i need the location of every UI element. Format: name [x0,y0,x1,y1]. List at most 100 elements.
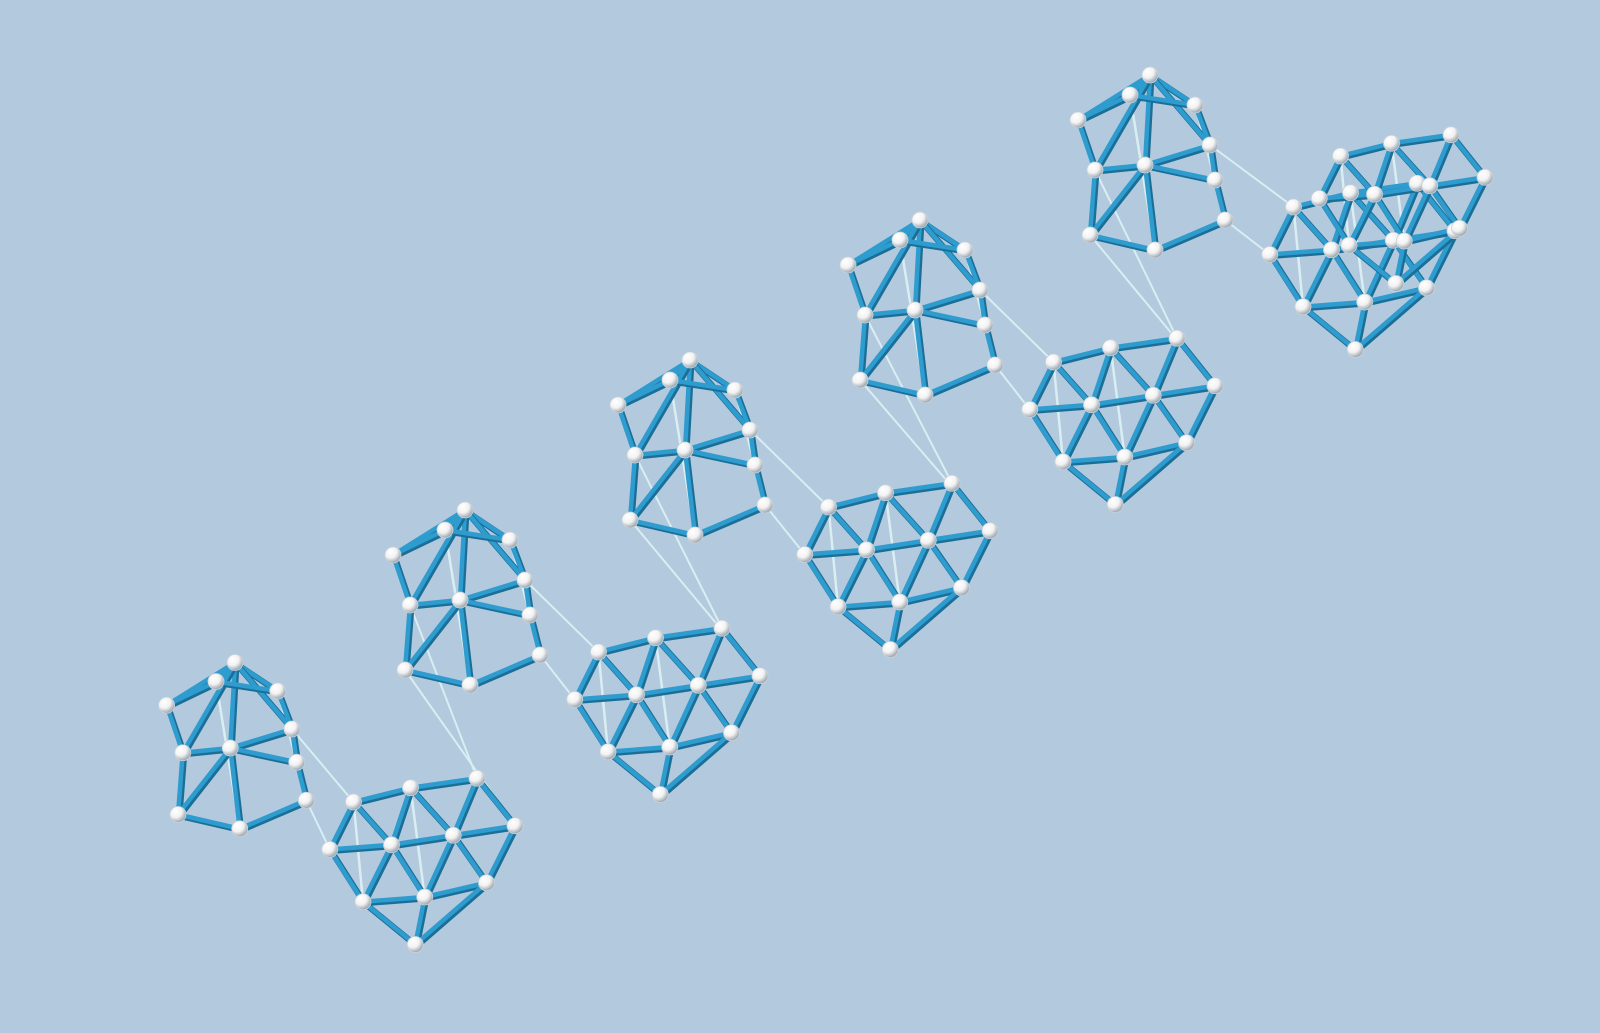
node [1216,211,1234,229]
node [345,793,362,811]
strut [692,502,768,538]
node [1294,298,1312,316]
strut [1122,440,1189,460]
strut [1353,285,1429,352]
node [676,441,694,459]
strut [402,667,473,688]
node [1116,448,1134,466]
node [590,643,607,661]
strut [922,362,998,398]
connector [524,579,600,653]
strut [1060,402,1094,464]
strut [422,880,489,900]
strut [1142,162,1158,253]
node [468,769,486,787]
node [1206,377,1224,395]
node [416,888,434,906]
strut [474,776,518,828]
node [1083,396,1100,414]
node [444,826,462,844]
strut [917,217,983,293]
strut [864,547,902,605]
node [741,421,759,439]
node [1178,434,1195,452]
connector [764,504,806,556]
node [226,654,244,671]
strut [1151,336,1180,398]
strut [1089,402,1127,460]
strut [1142,142,1213,168]
node [723,724,740,742]
strut [802,504,831,557]
node [478,874,495,892]
node [858,541,875,559]
connector [749,429,830,508]
strut [1092,72,1153,173]
strut [926,528,993,543]
strut [572,697,611,754]
strut [926,538,964,590]
strut [862,217,923,318]
strut [1113,440,1189,507]
node [516,571,534,589]
strut [1147,72,1213,148]
strut [627,517,698,538]
strut [1142,162,1218,183]
strut [164,679,219,708]
strut [451,833,489,885]
strut [864,490,888,552]
strut [228,745,242,831]
strut [422,833,456,900]
node [1146,241,1164,259]
node [916,386,934,404]
strut [1075,92,1133,123]
strut [451,823,518,838]
strut [390,552,413,608]
strut [1075,117,1098,173]
node [354,893,372,911]
connector [864,314,953,485]
strut [615,377,673,408]
node [383,836,400,854]
node [501,531,519,549]
strut [175,750,185,817]
strut [1108,345,1156,398]
node [829,598,847,616]
node [531,646,549,664]
node [1261,246,1279,263]
node [746,456,764,474]
strut [351,785,413,805]
strut [1267,252,1306,309]
strut [802,552,841,609]
strut [959,528,993,590]
strut [1027,402,1094,412]
node [521,606,539,624]
node [919,531,937,549]
node [1054,453,1072,471]
strut [228,660,238,751]
strut [658,730,734,797]
strut [1402,183,1432,244]
node [456,501,474,519]
strut [1151,383,1218,398]
node [1186,96,1204,114]
strut [1267,204,1296,257]
strut [926,481,955,543]
node [402,779,419,797]
strut [627,447,688,523]
connector [994,364,1031,411]
strut [413,880,489,947]
node [906,301,924,319]
strut [1300,299,1367,309]
strut [634,692,672,750]
strut [407,507,468,608]
strut [1346,192,1377,248]
strut [1427,175,1488,188]
strut [462,507,528,583]
strut [1152,217,1228,253]
node [1144,386,1162,404]
strut [682,357,693,453]
node [1201,136,1219,154]
strut [1127,92,1198,108]
